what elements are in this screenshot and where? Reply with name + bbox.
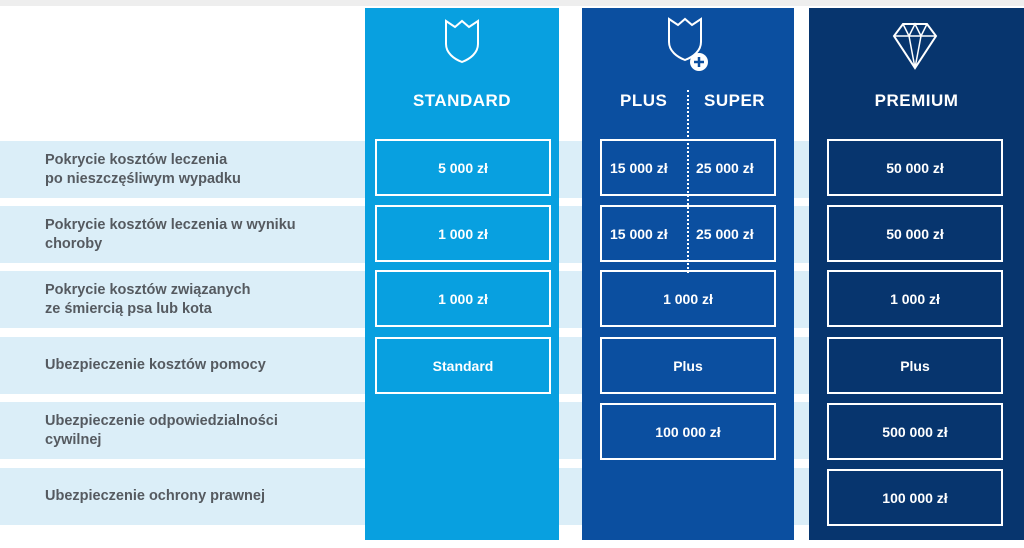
cell-premium-legal: 100 000 zł — [827, 469, 1003, 526]
row-label-line: ze śmiercią psa lub kota — [45, 300, 212, 317]
cell-plus-super-illness: 15 000 zł 25 000 zł — [600, 205, 776, 262]
cell-premium-accident: 50 000 zł — [827, 139, 1003, 196]
row-label-line: choroby — [45, 235, 103, 252]
cell-super-value: 25 000 zł — [696, 159, 754, 176]
row-label-line: Ubezpieczenie odpowiedzialności — [45, 412, 278, 429]
shield-plus-icon — [668, 17, 708, 71]
plan-column-premium[interactable]: PREMIUM 50 000 zł 50 000 zł 1 000 zł Plu… — [809, 8, 1024, 540]
row-label-line: Pokrycie kosztów związanych — [45, 281, 251, 298]
cell-plus-value: 15 000 zł — [610, 225, 668, 242]
cell-plus-liability: 100 000 zł — [600, 403, 776, 460]
row-label-line: Ubezpieczenie ochrony prawnej — [45, 488, 265, 504]
row-label-assistance: Ubezpieczenie kosztów pomocy — [45, 337, 355, 394]
row-label-legal-protection: Ubezpieczenie ochrony prawnej — [45, 468, 355, 525]
cell-premium-assistance: Plus — [827, 337, 1003, 394]
plan-title-plus: PLUS — [620, 91, 668, 110]
diamond-icon — [892, 22, 938, 70]
cell-plus-value: 15 000 zł — [610, 159, 668, 176]
cell-premium-death: 1 000 zł — [827, 270, 1003, 327]
plan-title-standard: STANDARD — [412, 91, 512, 110]
top-border — [0, 0, 1024, 6]
plan-column-standard[interactable]: STANDARD 5 000 zł 1 000 zł 1 000 zł Stan… — [365, 8, 559, 540]
cell-premium-liability: 500 000 zł — [827, 403, 1003, 460]
plan-title-super: SUPER — [704, 91, 766, 110]
row-label-line: Ubezpieczenie kosztów pomocy — [45, 357, 266, 373]
cell-premium-illness: 50 000 zł — [827, 205, 1003, 262]
shield-icon — [445, 19, 479, 64]
cell-plus-super-accident: 15 000 zł 25 000 zł — [600, 139, 776, 196]
row-label-line: po nieszczęśliwym wypadku — [45, 170, 241, 187]
plan-column-plus-super[interactable]: PLUS SUPER 15 000 zł 25 000 zł 15 000 zł… — [582, 8, 794, 540]
cell-standard-accident: 5 000 zł — [375, 139, 551, 196]
cell-standard-death: 1 000 zł — [375, 270, 551, 327]
cell-plus-death: 1 000 zł — [600, 270, 776, 327]
plan-title-premium: PREMIUM — [874, 91, 959, 110]
row-label-line: cywilnej — [45, 431, 102, 448]
row-label-accident-treatment: Pokrycie kosztów leczenia po nieszczęśliw… — [45, 141, 355, 198]
row-label-pet-death: Pokrycie kosztów związanych ze śmiercią p… — [45, 271, 355, 328]
row-label-illness-treatment: Pokrycie kosztów leczenia w wyniku chorob… — [45, 206, 355, 263]
cell-standard-assistance: Standard — [375, 337, 551, 394]
row-label-line: Pokrycie kosztów leczenia w wyniku — [45, 216, 296, 233]
plus-super-divider — [687, 90, 689, 273]
cell-plus-assistance: Plus — [600, 337, 776, 394]
row-label-line: Pokrycie kosztów leczenia — [45, 151, 228, 168]
row-label-civil-liability: Ubezpieczenie odpowiedzialności cywilnej — [45, 402, 355, 459]
cell-super-value: 25 000 zł — [696, 225, 754, 242]
cell-standard-illness: 1 000 zł — [375, 205, 551, 262]
